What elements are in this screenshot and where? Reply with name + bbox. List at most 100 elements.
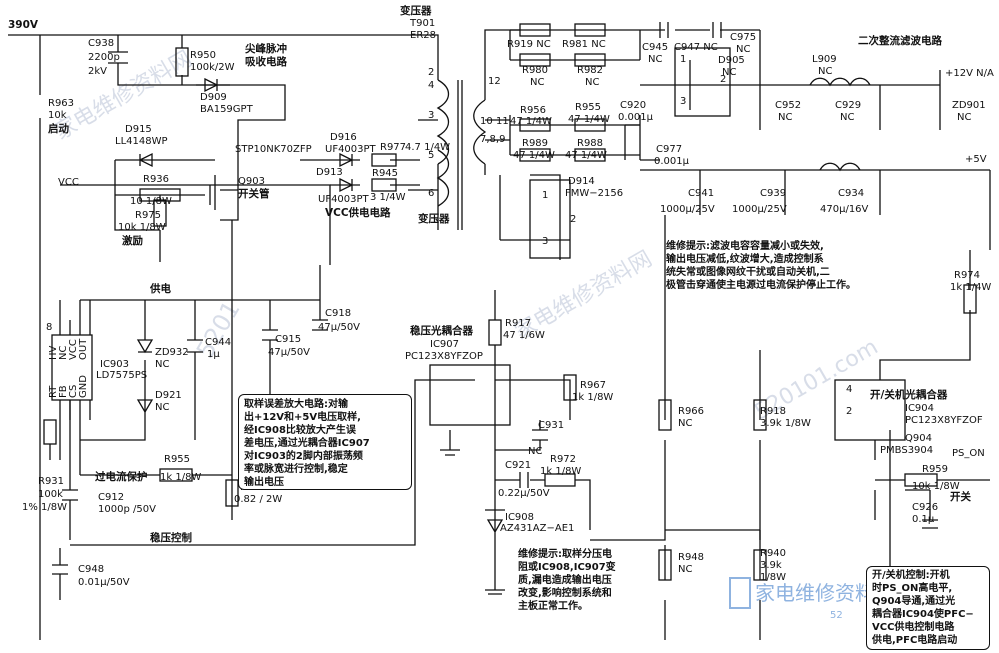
svg-text:R982: R982 — [577, 65, 603, 76]
filter-tip-text: 维修提示:滤波电容容量减小或失效, 输出电压减低,纹波增大,造成控制系 统失常或… — [666, 241, 856, 291]
svg-text:C947 NC: C947 NC — [674, 42, 718, 53]
svg-text:R981 NC: R981 NC — [562, 39, 606, 50]
labels-feedback: 稳压光耦合器 IC907 PC123X8YFZOP R917 47 1/6W R… — [405, 318, 985, 583]
svg-text:47 1/6W: 47 1/6W — [503, 330, 545, 341]
svg-text:12: 12 — [488, 76, 501, 87]
svg-text:D913: D913 — [316, 167, 343, 178]
svg-text:47μ/50V: 47μ/50V — [268, 347, 310, 358]
svg-text:VCC: VCC — [68, 339, 79, 360]
svg-text:52: 52 — [830, 610, 843, 621]
svg-text:R948: R948 — [678, 552, 704, 563]
svg-text:5: 5 — [428, 150, 434, 161]
svg-text:C977: C977 — [656, 144, 682, 155]
svg-text:NC: NC — [155, 402, 169, 413]
svg-text:C944: C944 — [205, 337, 231, 348]
svg-text:0.01μ/50V: 0.01μ/50V — [78, 577, 130, 588]
svg-text:R936: R936 — [143, 174, 169, 185]
vcc-supply-title: VCC供电电路 — [325, 206, 391, 219]
xfmr-bottom-label: 变压器 — [418, 212, 450, 225]
output-5v-label: +5V — [965, 154, 987, 165]
snubber-title: 尖峰脉冲 — [245, 42, 287, 55]
svg-text:R977: R977 — [380, 142, 406, 153]
svg-text:NC: NC — [678, 418, 692, 429]
svg-text:0.82 / 2W: 0.82 / 2W — [234, 494, 282, 505]
svg-text:NC: NC — [530, 77, 544, 88]
output-12v-label: +12V N/A — [945, 68, 994, 79]
svg-text:NC: NC — [778, 112, 792, 123]
svg-text:ZD901: ZD901 — [952, 100, 986, 111]
svg-text:CS: CS — [68, 385, 79, 398]
svg-text:R940: R940 — [760, 548, 786, 559]
svg-text:R919 NC: R919 NC — [507, 39, 551, 50]
svg-text:AZ431AZ−AE1: AZ431AZ−AE1 — [500, 523, 574, 534]
svg-text:C934: C934 — [838, 188, 864, 199]
svg-text:IC903: IC903 — [100, 359, 129, 370]
svg-text:4: 4 — [428, 80, 434, 91]
svg-text:R974: R974 — [954, 270, 980, 281]
svg-text:Q904: Q904 — [905, 433, 932, 444]
labels-left: 390V C938 2200p 2kV R950 100k/2W 尖峰脉冲 吸收… — [8, 19, 312, 295]
secondary-title: 二次整流滤波电路 — [858, 34, 942, 47]
svg-text:D905: D905 — [718, 55, 745, 66]
svg-text:NC: NC — [528, 446, 542, 457]
svg-text:R931: R931 — [38, 476, 64, 487]
svg-text:NC: NC — [648, 54, 662, 65]
input-390v-label: 390V — [8, 19, 39, 31]
svg-text:47 1/4W: 47 1/4W — [513, 150, 555, 161]
optocoupler-title: 稳压光耦合器 — [410, 324, 473, 337]
svg-text:7,8,9: 7,8,9 — [480, 134, 505, 145]
svg-text:470μ/16V: 470μ/16V — [820, 204, 869, 215]
svg-text:GND: GND — [78, 375, 89, 398]
svg-text:C929: C929 — [835, 100, 861, 111]
svg-text:NC: NC — [678, 564, 692, 575]
supply-label: 供电 — [149, 282, 171, 295]
svg-text:STP10NK70ZFP: STP10NK70ZFP — [235, 144, 312, 155]
svg-text:Q903: Q903 — [238, 176, 265, 187]
svg-text:R955: R955 — [164, 454, 190, 465]
svg-text:C939: C939 — [760, 188, 786, 199]
svg-text:C915: C915 — [275, 334, 301, 345]
svg-text:ER28: ER28 — [410, 30, 436, 41]
svg-text:NC: NC — [840, 112, 854, 123]
svg-text:R917: R917 — [505, 318, 531, 329]
svg-text:11: 11 — [496, 116, 509, 127]
svg-text:D916: D916 — [330, 132, 357, 143]
onoff-ctrl-text: 开/关机控制:开机 时PS_ON高电平, Q904导通,通过光 耦合器IC904… — [872, 570, 974, 646]
svg-text:D921: D921 — [155, 390, 182, 401]
svg-text:4.7 1/4W: 4.7 1/4W — [405, 142, 450, 153]
reg-ctrl-label: 稳压控制 — [150, 531, 192, 544]
svg-text:R967: R967 — [580, 380, 606, 391]
svg-text:C918: C918 — [325, 308, 351, 319]
svg-text:PC123X8YFZOF: PC123X8YFZOF — [905, 415, 983, 426]
svg-text:100k/2W: 100k/2W — [190, 62, 235, 73]
svg-text:C912: C912 — [98, 492, 124, 503]
svg-text:2: 2 — [720, 74, 726, 85]
svg-text:C921: C921 — [505, 460, 531, 471]
svg-text:R950: R950 — [190, 50, 216, 61]
svg-text:2200p: 2200p — [88, 52, 120, 63]
svg-text:NC: NC — [957, 112, 971, 123]
svg-text:10k: 10k — [48, 110, 67, 121]
svg-text:47μ/50V: 47μ/50V — [318, 322, 360, 333]
svg-text:C926: C926 — [912, 502, 938, 513]
svg-text:2: 2 — [428, 67, 434, 78]
svg-text:UF4003PT: UF4003PT — [318, 194, 370, 205]
svg-text:4: 4 — [846, 384, 852, 395]
svg-text:IC908: IC908 — [505, 512, 534, 523]
svg-text:1% 1/8W: 1% 1/8W — [22, 502, 67, 513]
svg-text:R945: R945 — [372, 168, 398, 179]
xfmr-title: 变压器 — [400, 4, 432, 17]
start-label: 启动 — [48, 122, 69, 135]
svg-text:47 1/4W: 47 1/4W — [565, 150, 607, 161]
svg-text:FB: FB — [58, 385, 69, 398]
svg-text:3: 3 — [428, 110, 434, 121]
svg-text:NC: NC — [722, 67, 736, 78]
svg-text:3: 3 — [680, 96, 686, 107]
svg-text:PC123X8YFZOP: PC123X8YFZOP — [405, 351, 483, 362]
svg-text:2: 2 — [846, 406, 852, 417]
svg-text:D915: D915 — [125, 124, 152, 135]
svg-text:RT: RT — [48, 385, 59, 398]
svg-text:IC904: IC904 — [905, 403, 934, 414]
svg-text:NC: NC — [736, 44, 750, 55]
switch-tube-label: 开关管 — [238, 187, 270, 200]
